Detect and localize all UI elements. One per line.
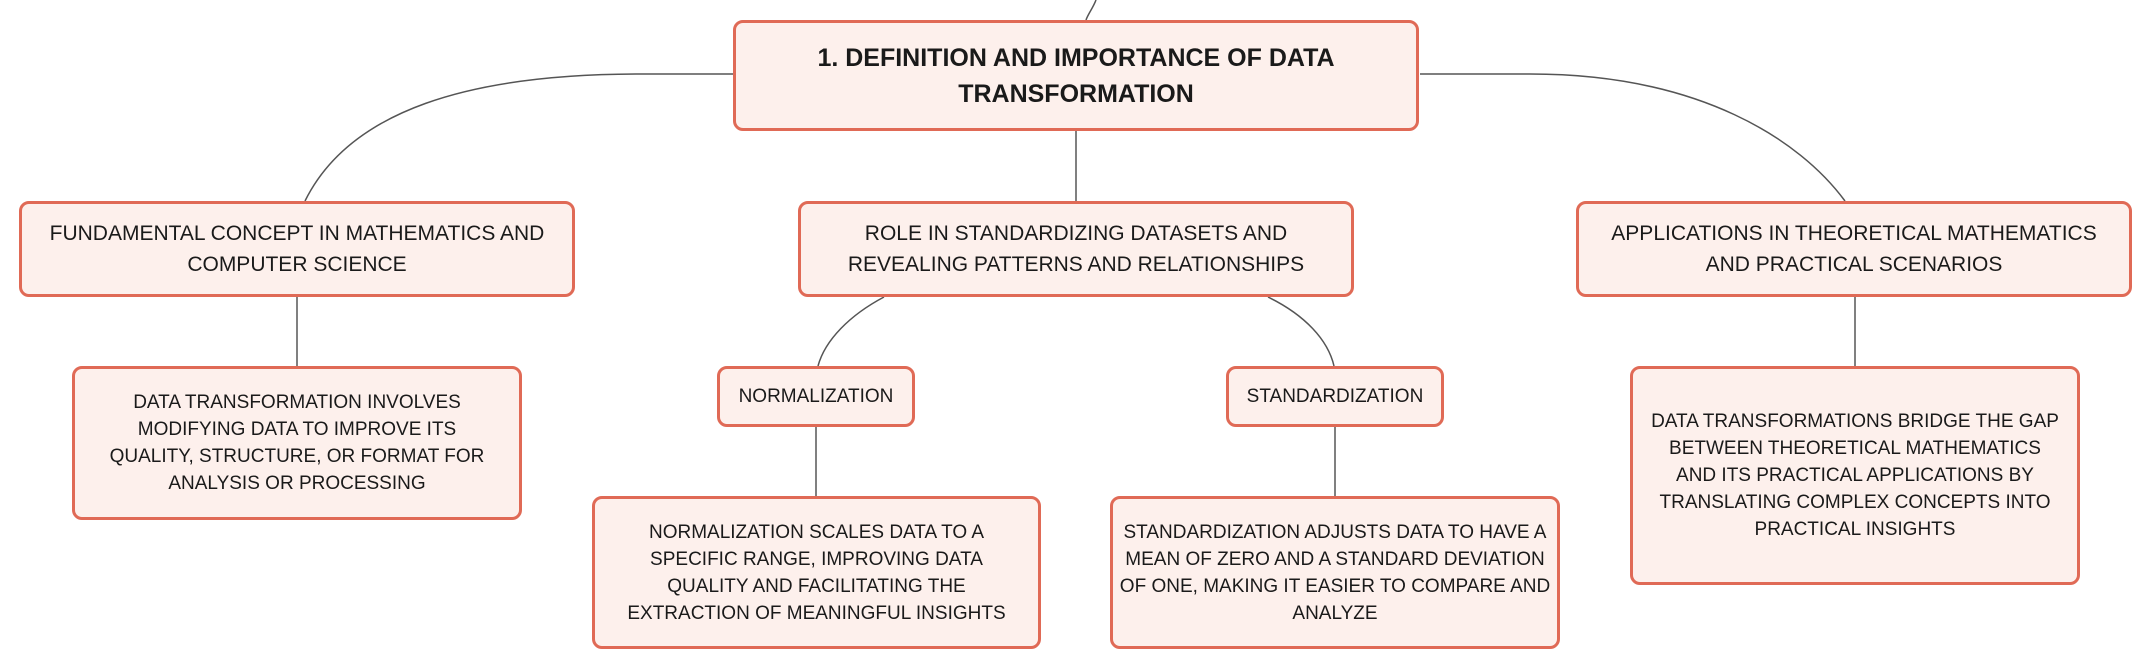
leaf-node-label: DATA TRANSFORMATIONS BRIDGE THE GAP BETW… <box>1651 411 2059 540</box>
branch-node-role-in-standardizing[interactable]: ROLE IN STANDARDIZING DATASETS AND REVEA… <box>798 201 1354 297</box>
root-node-label: 1. DEFINITION AND IMPORTANCE OF DATA TRA… <box>817 43 1335 108</box>
leaf-node-label: STANDARDIZATION ADJUSTS DATA TO HAVE A M… <box>1119 521 1551 624</box>
leaf-node-label: DATA TRANSFORMATION INVOLVES MODIFYING D… <box>109 392 485 494</box>
leaf-node-normalization-description[interactable]: NORMALIZATION SCALES DATA TO A SPECIFIC … <box>592 496 1041 649</box>
sub-node-label: NORMALIZATION <box>738 386 894 407</box>
connector-offscreen-parent-to-root <box>1085 0 1097 21</box>
branch-node-label: ROLE IN STANDARDIZING DATASETS AND REVEA… <box>847 222 1305 276</box>
leaf-node-standardization-description[interactable]: STANDARDIZATION ADJUSTS DATA TO HAVE A M… <box>1110 496 1560 649</box>
leaf-node-label: NORMALIZATION SCALES DATA TO A SPECIFIC … <box>627 521 1006 624</box>
branch-node-fundamental-concept[interactable]: FUNDAMENTAL CONCEPT IN MATHEMATICS AND C… <box>19 201 575 297</box>
sub-node-normalization[interactable]: NORMALIZATION <box>717 366 915 427</box>
connector-role-to-standardization <box>1267 296 1335 367</box>
sub-node-label: STANDARDIZATION <box>1246 386 1424 407</box>
branch-node-applications[interactable]: APPLICATIONS IN THEORETICAL MATHEMATICS … <box>1576 201 2132 297</box>
leaf-node-bridge-the-gap[interactable]: DATA TRANSFORMATIONS BRIDGE THE GAP BETW… <box>1630 366 2080 585</box>
connector-root-to-applications <box>1420 73 1846 202</box>
branch-node-label: APPLICATIONS IN THEORETICAL MATHEMATICS … <box>1611 222 2097 276</box>
connector-root-to-fundamental-concept <box>304 73 733 202</box>
sub-node-standardization[interactable]: STANDARDIZATION <box>1226 366 1444 427</box>
root-node[interactable]: 1. DEFINITION AND IMPORTANCE OF DATA TRA… <box>733 20 1419 131</box>
connector-role-to-normalization <box>817 296 885 367</box>
branch-node-label: FUNDAMENTAL CONCEPT IN MATHEMATICS AND C… <box>49 222 545 276</box>
leaf-node-definition[interactable]: DATA TRANSFORMATION INVOLVES MODIFYING D… <box>72 366 522 520</box>
